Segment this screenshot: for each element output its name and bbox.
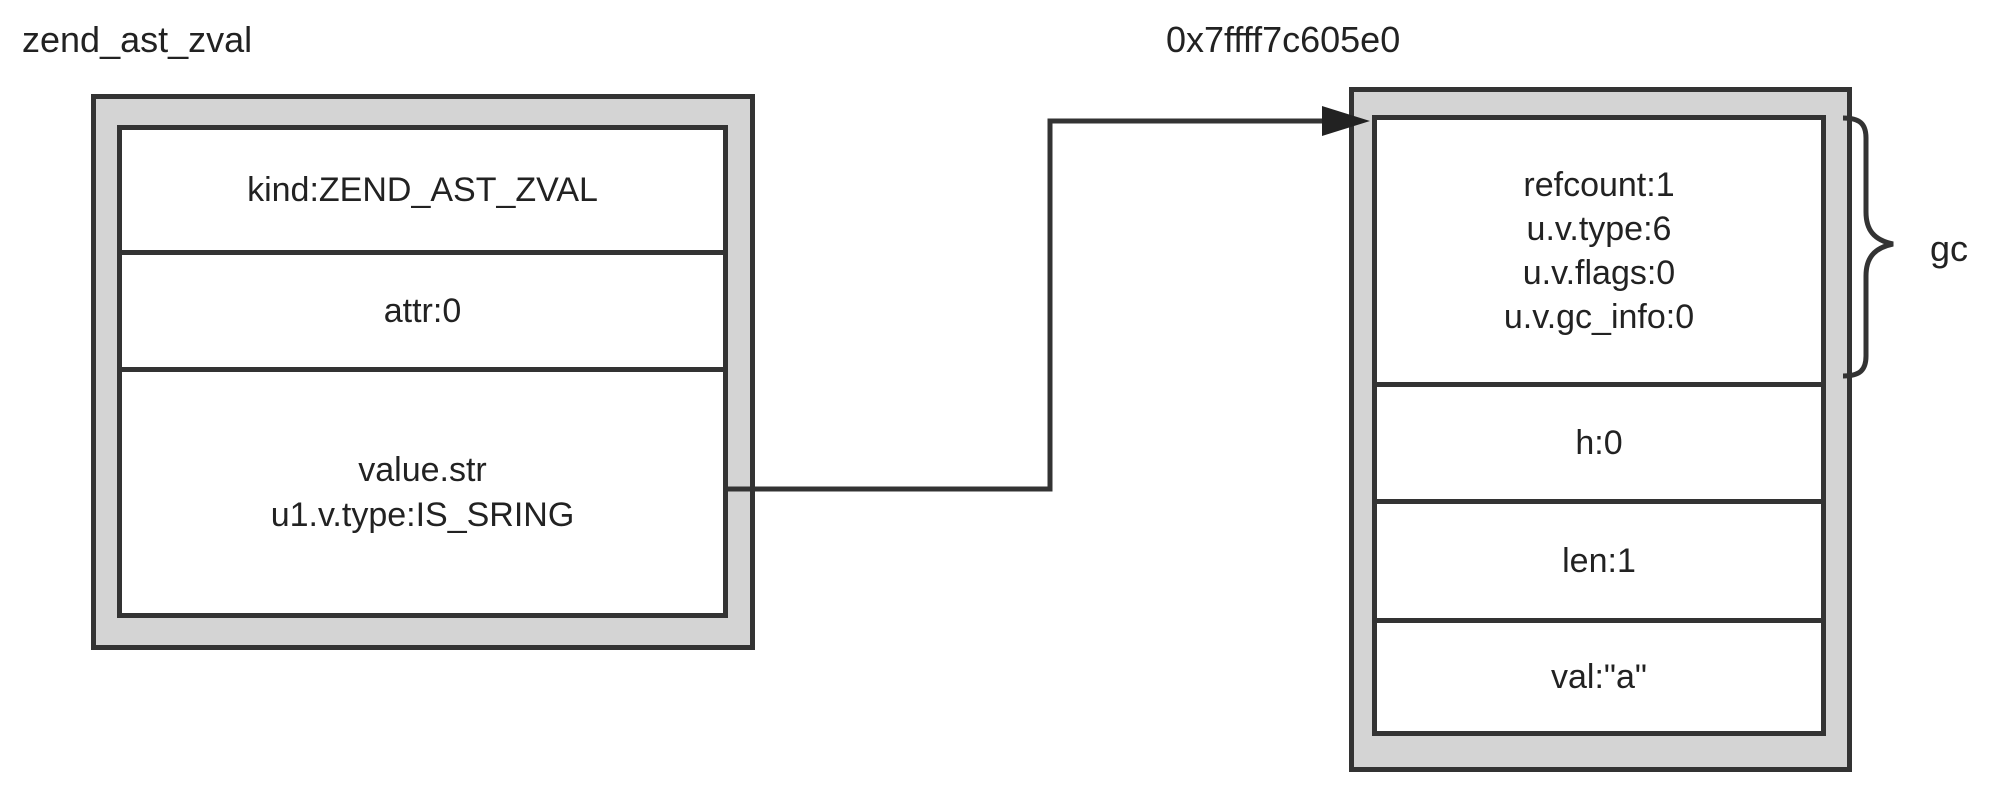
flags-text: u.v.flags:0: [1522, 254, 1676, 292]
kind-field: kind:ZEND_AST_ZVAL: [122, 130, 723, 250]
attr-field-text: attr:0: [383, 291, 462, 330]
len-field-text: len:1: [1562, 541, 1636, 580]
kind-field-text: kind:ZEND_AST_ZVAL: [247, 170, 598, 209]
val-field-text: val:"a": [1551, 657, 1647, 696]
refcount-text: refcount:1: [1523, 165, 1675, 204]
gc-info-text: u.v.gc_info:0: [1503, 298, 1695, 337]
zend-ast-zval-struct: kind:ZEND_AST_ZVAL attr:0 value.str u1.v…: [117, 125, 728, 618]
h-field-text: h:0: [1575, 423, 1623, 462]
h-field: h:0: [1377, 382, 1821, 499]
value-field: value.str u1.v.type:IS_SRING: [122, 367, 723, 613]
len-field: len:1: [1377, 499, 1821, 618]
zend-ast-zval-title: zend_ast_zval: [22, 19, 253, 60]
gc-header-field: refcount:1 u.v.type:6 u.v.flags:0 u.v.gc…: [1377, 120, 1821, 382]
pointer-line: [728, 118, 1330, 492]
zend-string-address-title: 0x7ffff7c605e0: [1166, 19, 1401, 60]
value-str-text: value.str: [358, 451, 487, 490]
type-text: u.v.type:6: [1526, 209, 1672, 248]
val-field: val:"a": [1377, 618, 1821, 731]
zend-string-struct: refcount:1 u.v.type:6 u.v.flags:0 u.v.gc…: [1372, 115, 1826, 736]
arrow-head-icon: [1322, 106, 1370, 136]
gc-brace-label: gc: [1930, 228, 1969, 269]
gc-brace-icon: [1842, 115, 1894, 379]
attr-field: attr:0: [122, 250, 723, 367]
u1-type-text: u1.v.type:IS_SRING: [270, 495, 575, 534]
